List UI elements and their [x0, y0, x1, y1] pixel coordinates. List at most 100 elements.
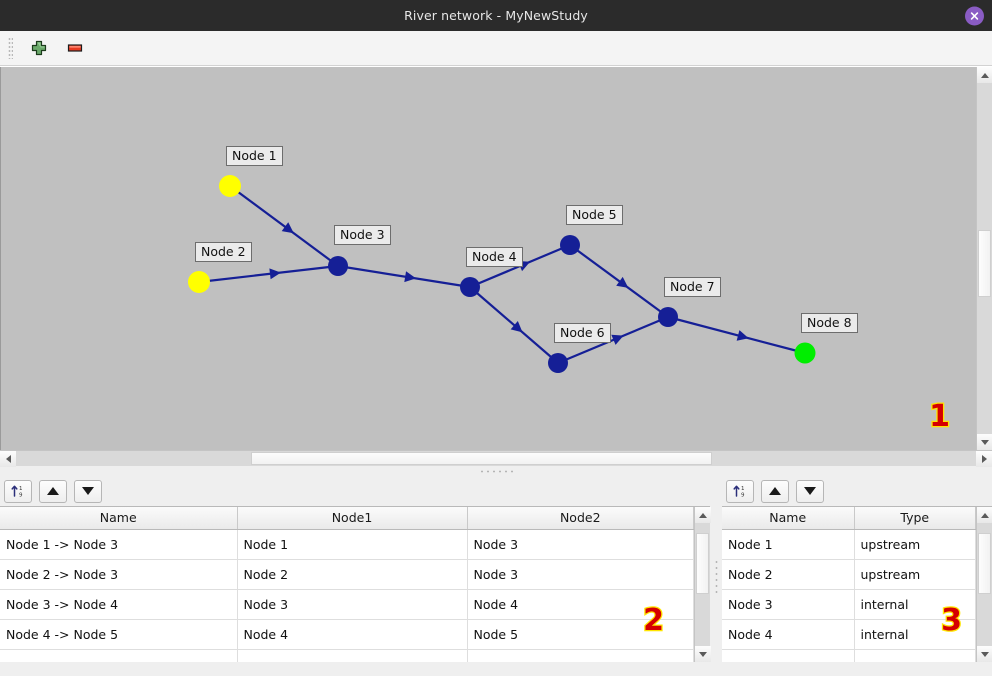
graph-node-node-1[interactable] [219, 175, 241, 197]
table-cell[interactable]: Node 1 [722, 529, 855, 560]
column-header-name[interactable]: Name [0, 507, 238, 530]
horizontal-scroll-thumb[interactable] [251, 452, 712, 465]
table-cell[interactable]: Node 3 [237, 589, 468, 620]
table-cell[interactable]: Node 2 [722, 559, 855, 590]
sort-ascending-icon[interactable]: 1 9 [4, 479, 32, 503]
nodes-arrow-up-icon[interactable] [761, 479, 789, 503]
table-cell[interactable]: Node 4 [237, 619, 468, 650]
table-row-empty[interactable] [722, 649, 976, 662]
nodes-status-strip [722, 662, 992, 676]
horizontal-splitter[interactable] [0, 466, 992, 476]
table-cell[interactable]: Node 2 -> Node 3 [0, 559, 238, 590]
network-canvas[interactable]: Node 1 Node 2 Node 3 Node 4 Node 5 Node 6 Node… [0, 67, 976, 450]
graph-node-node-2[interactable] [188, 271, 210, 293]
graph-node-node-8[interactable] [794, 342, 816, 364]
node-label-node-2[interactable]: Node 2 [195, 242, 252, 262]
table-cell[interactable]: Node 3 [722, 589, 855, 620]
scroll-right-button[interactable] [976, 451, 992, 467]
close-icon[interactable] [965, 6, 984, 25]
column-header-node1[interactable]: Node1 [237, 507, 468, 530]
node-label-node-8[interactable]: Node 8 [801, 313, 858, 333]
table-cell[interactable]: Node 4 [467, 589, 694, 620]
graph-node-node-6[interactable] [548, 353, 568, 373]
svg-text:1: 1 [741, 486, 745, 492]
table-cell[interactable]: Node 1 -> Node 3 [0, 529, 238, 560]
add-plus-icon[interactable] [27, 36, 51, 60]
reaches-scroll-thumb[interactable] [696, 532, 709, 595]
nodes-scroll-up-button[interactable] [977, 507, 992, 523]
nodes-sort-ascending-icon[interactable]: 1 9 [726, 479, 754, 503]
table-cell[interactable]: internal [854, 619, 976, 650]
nodes-scroll-track[interactable] [977, 523, 992, 646]
table-cell[interactable]: Node 3 [467, 529, 694, 560]
node-label-node-5[interactable]: Node 5 [566, 205, 623, 225]
nodes-scroll-thumb[interactable] [978, 532, 991, 595]
graph-node-node-4[interactable] [460, 277, 480, 297]
edge-n5-n7[interactable] [569, 244, 669, 318]
vertical-scroll-thumb[interactable] [978, 230, 991, 298]
table-cell[interactable]: upstream [854, 529, 976, 560]
table-cell[interactable]: Node 5 [467, 619, 694, 650]
edge-n1-n3[interactable] [229, 185, 339, 267]
edge-n4-n6[interactable] [469, 286, 559, 364]
scroll-down-button[interactable] [977, 434, 992, 450]
edge-arrow-icon [269, 268, 281, 280]
reaches-scroll-up-button[interactable] [695, 507, 711, 523]
scroll-left-button[interactable] [0, 451, 16, 467]
graph-vertical-scrollbar[interactable] [976, 67, 992, 450]
horizontal-scroll-track[interactable] [16, 451, 976, 466]
node-label-node-4[interactable]: Node 4 [466, 247, 523, 267]
nodes-vertical-scrollbar[interactable] [976, 507, 992, 662]
edge-arrow-icon [611, 334, 624, 345]
nodes-scroll-down-button[interactable] [977, 646, 992, 662]
graph-node-node-3[interactable] [328, 256, 348, 276]
nodes-arrow-down-icon[interactable] [796, 479, 824, 503]
edge-n3-n4[interactable] [337, 264, 471, 289]
scroll-up-button[interactable] [977, 67, 992, 83]
arrow-up-icon[interactable] [39, 479, 67, 503]
reaches-scroll-track[interactable] [695, 523, 710, 646]
graph-horizontal-scrollbar[interactable] [0, 450, 992, 467]
table-cell[interactable]: Node 4 [722, 619, 855, 650]
table-cell[interactable]: Node 3 [467, 559, 694, 590]
node-label-node-7[interactable]: Node 7 [664, 277, 721, 297]
table-cell[interactable]: Node 3 -> Node 4 [0, 589, 238, 620]
edge-n7-n8[interactable] [667, 315, 806, 355]
table-cell[interactable]: Node 1 [237, 529, 468, 560]
edge-n6-n7[interactable] [557, 315, 669, 365]
table-cell[interactable]: Node 2 [237, 559, 468, 590]
toolbar-drag-handle[interactable] [8, 37, 13, 59]
node-label-node-3[interactable]: Node 3 [334, 225, 391, 245]
remove-minus-icon[interactable] [63, 36, 87, 60]
vertical-scroll-track[interactable] [977, 83, 992, 434]
node-label-node-6[interactable]: Node 6 [554, 323, 611, 343]
column-header-name[interactable]: Name [722, 507, 855, 530]
splitter-grip-icon [479, 469, 513, 473]
table-cell[interactable]: Node 4 -> Node 5 [0, 619, 238, 650]
arrow-down-icon[interactable] [74, 479, 102, 503]
node-label-node-1[interactable]: Node 1 [226, 146, 283, 166]
graph-node-node-5[interactable] [560, 235, 580, 255]
reaches-vertical-scrollbar[interactable] [694, 507, 711, 662]
column-header-type[interactable]: Type [854, 507, 976, 530]
vertical-splitter[interactable] [710, 476, 722, 676]
column-header-node2[interactable]: Node2 [467, 507, 694, 530]
reaches-scroll-down-button[interactable] [695, 646, 711, 662]
edge-n2-n3[interactable] [198, 264, 339, 284]
table-row-empty[interactable] [0, 649, 694, 662]
table-cell[interactable]: internal [854, 589, 976, 620]
graph-node-node-7[interactable] [658, 307, 678, 327]
table-cell[interactable]: upstream [854, 559, 976, 590]
